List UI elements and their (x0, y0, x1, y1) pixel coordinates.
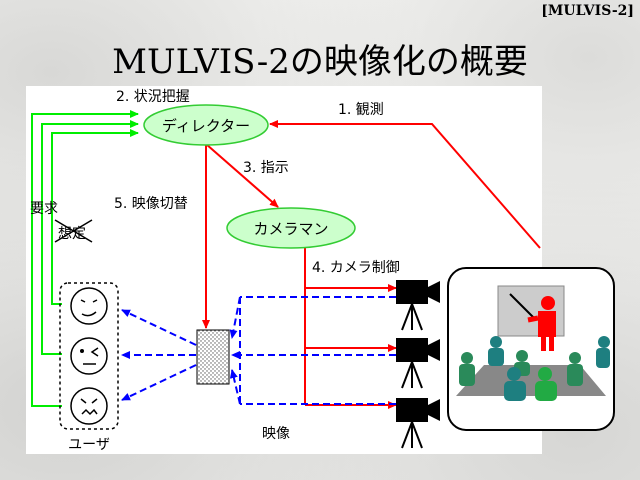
user-group: ユーザ (59, 282, 119, 453)
guess-strike-icon (54, 219, 93, 243)
video-label: 映像 (262, 426, 290, 442)
user-group-label: ユーザ (68, 437, 110, 453)
director-node: ディレクター (143, 104, 269, 146)
camera-control-label: 4. カメラ制御 (312, 260, 400, 276)
video-camera-icon (396, 398, 440, 449)
slide-tag: [MULVIS-2] (541, 3, 634, 19)
grasp-label: 2. 状況把握 (116, 89, 190, 105)
user-face-icon (70, 387, 108, 425)
user-face-icon (70, 337, 108, 375)
observe-label: 1. 観測 (338, 101, 384, 118)
instruct-label: 3. 指示 (243, 160, 289, 176)
switch-label: 5. 映像切替 (114, 196, 188, 212)
slide-title: MULVIS-2の映像化の概要 (112, 42, 528, 82)
video-switcher (196, 329, 230, 385)
request-lines (31, 110, 139, 407)
guess-label: 想定 (58, 226, 86, 242)
user-face-icon (70, 287, 108, 325)
observe-arrow (269, 120, 541, 249)
video-lines (121, 296, 396, 405)
video-camera-icon (396, 338, 440, 389)
video-camera-icon (396, 280, 440, 331)
lecture-room-image (447, 267, 615, 431)
director-label: ディレクター (162, 117, 250, 135)
cameraman-node: カメラマン (226, 207, 356, 249)
request-label: 要求 (30, 201, 58, 217)
instruct-arrow (205, 143, 279, 208)
cameraman-label: カメラマン (253, 220, 328, 238)
